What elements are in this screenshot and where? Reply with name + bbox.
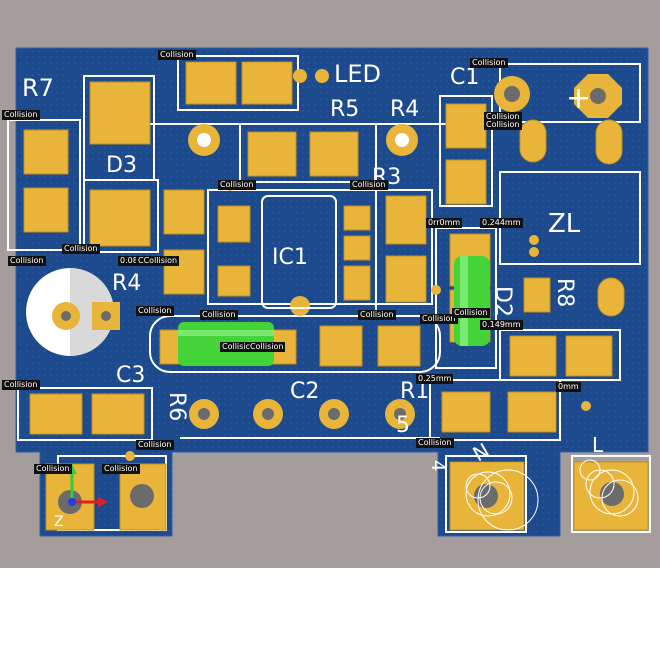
silkscreen-outlines [7,55,651,533]
collision-tag[interactable]: CCollision [136,256,180,266]
collision-tag[interactable]: Collision [136,306,174,316]
label-plus: + [566,81,591,116]
label-d2: D2 [490,286,515,317]
label-4: 4 [427,460,448,471]
collision-tag[interactable]: CollisicCollision [220,342,286,352]
axis-z-label: Z [54,514,64,530]
collision-tag[interactable]: Collision [358,310,396,320]
collision-tag[interactable]: Collision [452,308,490,318]
label-5: 5 [396,413,410,438]
collision-tag[interactable]: Collision [34,464,72,474]
clearance-tag[interactable]: 0rr0mm [426,218,463,228]
clearance-tag[interactable]: 0.25mm [416,374,454,384]
clearance-tag[interactable]: 0.244mm [480,218,523,228]
pcb-3d-viewport[interactable]: R7 D3 R4 C3 R6 LED R5 R4 R3 IC1 C1 + ZL … [0,0,660,568]
label-l: L [592,433,604,457]
label-led: LED [334,60,381,88]
collision-tag[interactable]: Collision [470,58,508,68]
collision-tag[interactable]: Collision [2,380,40,390]
collision-tag[interactable]: Collision [350,180,388,190]
collision-tag[interactable]: Collision [136,440,174,450]
label-zl: ZL [548,209,581,239]
collision-marker-scribbles [465,459,639,531]
collision-tag[interactable]: Collision [158,50,196,60]
collision-tag[interactable]: Collision [420,314,458,324]
collision-tag[interactable]: Collision [200,310,238,320]
label-ic1: IC1 [272,245,308,270]
through-hole-pads [52,69,624,514]
collision-tag[interactable]: Collision [218,180,256,190]
ic1-outline [261,195,337,309]
collision-tag[interactable]: Collision [8,256,46,266]
clearance-tag[interactable]: 0mm [556,382,581,392]
pcb-board-render: R7 D3 R4 C3 R6 LED R5 R4 R3 IC1 C1 + ZL … [7,47,651,537]
clearance-tag[interactable]: 0.149mm [480,320,523,330]
clearance-tag[interactable]: 0.08 [118,256,140,266]
label-c3: C3 [116,363,145,388]
label-d3: D3 [106,153,137,178]
label-r4-left: R4 [112,271,141,296]
collision-tag[interactable]: Collision [102,464,140,474]
label-r5: R5 [330,97,359,122]
collision-tag[interactable]: Collision [2,110,40,120]
label-c1: C1 [450,65,479,90]
collision-tag[interactable]: Collision [416,438,454,448]
collision-tag[interactable]: Collision [484,120,522,130]
label-r8: R8 [552,278,577,307]
collision-tag[interactable]: Collision [62,244,100,254]
label-r7: R7 [22,74,54,102]
label-r4-top: R4 [390,97,419,122]
empty-panel [0,568,660,660]
label-c2: C2 [290,379,319,404]
collision-tag[interactable]: Collision [484,112,522,122]
label-r6: R6 [164,392,189,421]
